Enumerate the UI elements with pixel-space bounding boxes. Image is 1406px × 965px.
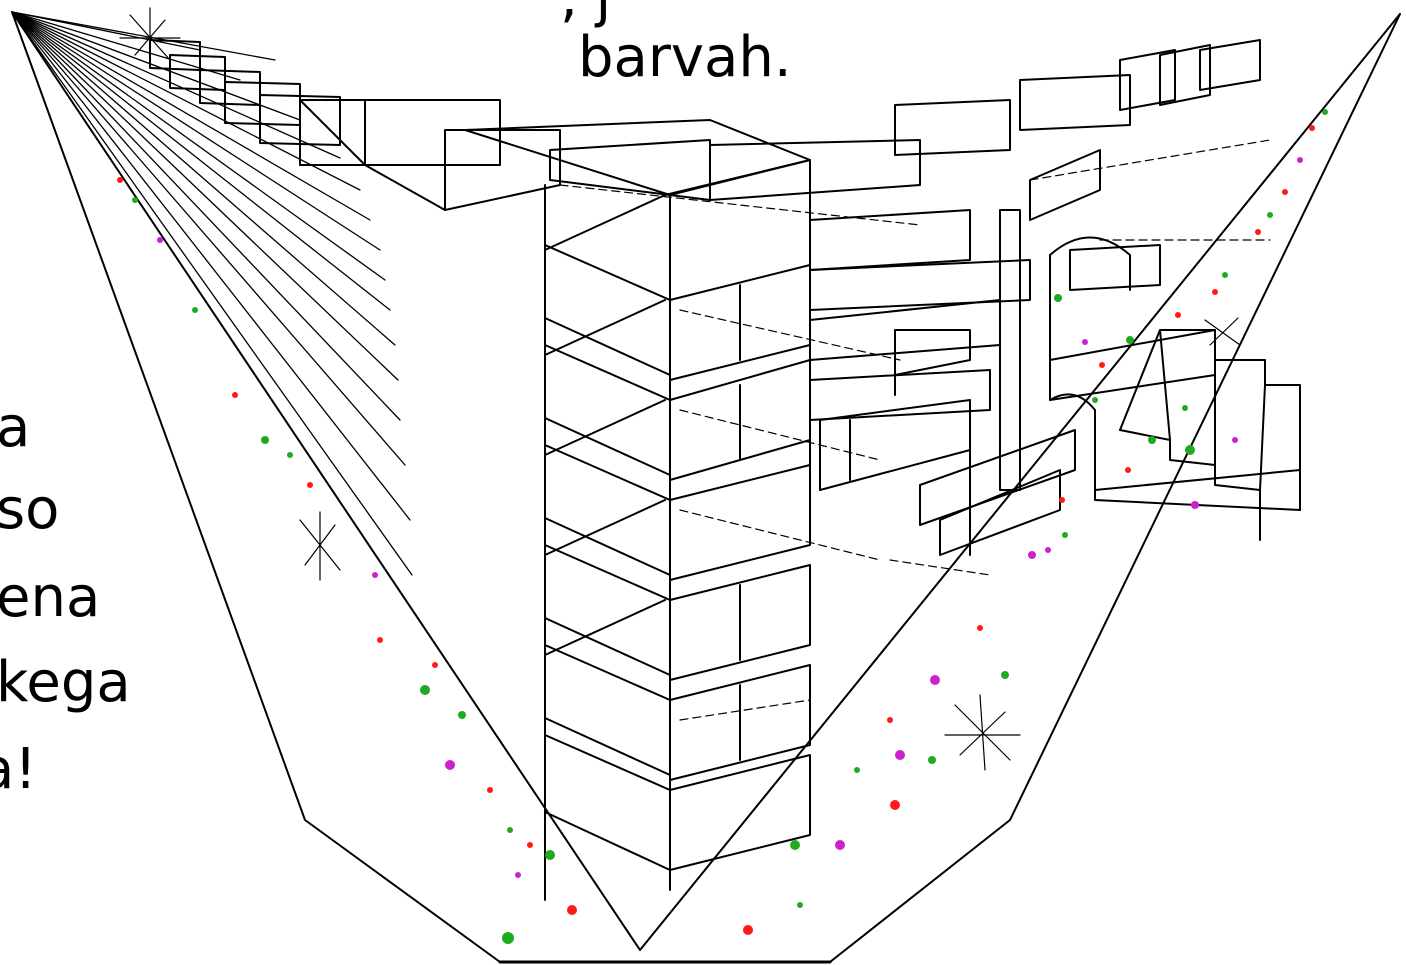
construction-dashes [559, 139, 1271, 721]
street-outline [11, 11, 1401, 964]
sparkle-marks [119, 7, 1241, 771]
left-vanishing-lines [11, 11, 413, 576]
left-rooftop-boxes [149, 39, 561, 211]
side-text-line-5: a! [0, 737, 37, 802]
caption-top-fragment: , j [560, 0, 611, 26]
side-text-line-4: kega [0, 650, 131, 715]
side-text-line-2: so [0, 477, 60, 542]
right-buildings [894, 39, 1301, 556]
caption-bottom-line: barvah. [578, 25, 792, 90]
central-building [464, 119, 1031, 901]
street-dots [117, 109, 1328, 944]
staircase [1119, 329, 1301, 541]
side-text-line-3: ena [0, 565, 101, 630]
side-text-line-1: a [0, 395, 31, 460]
